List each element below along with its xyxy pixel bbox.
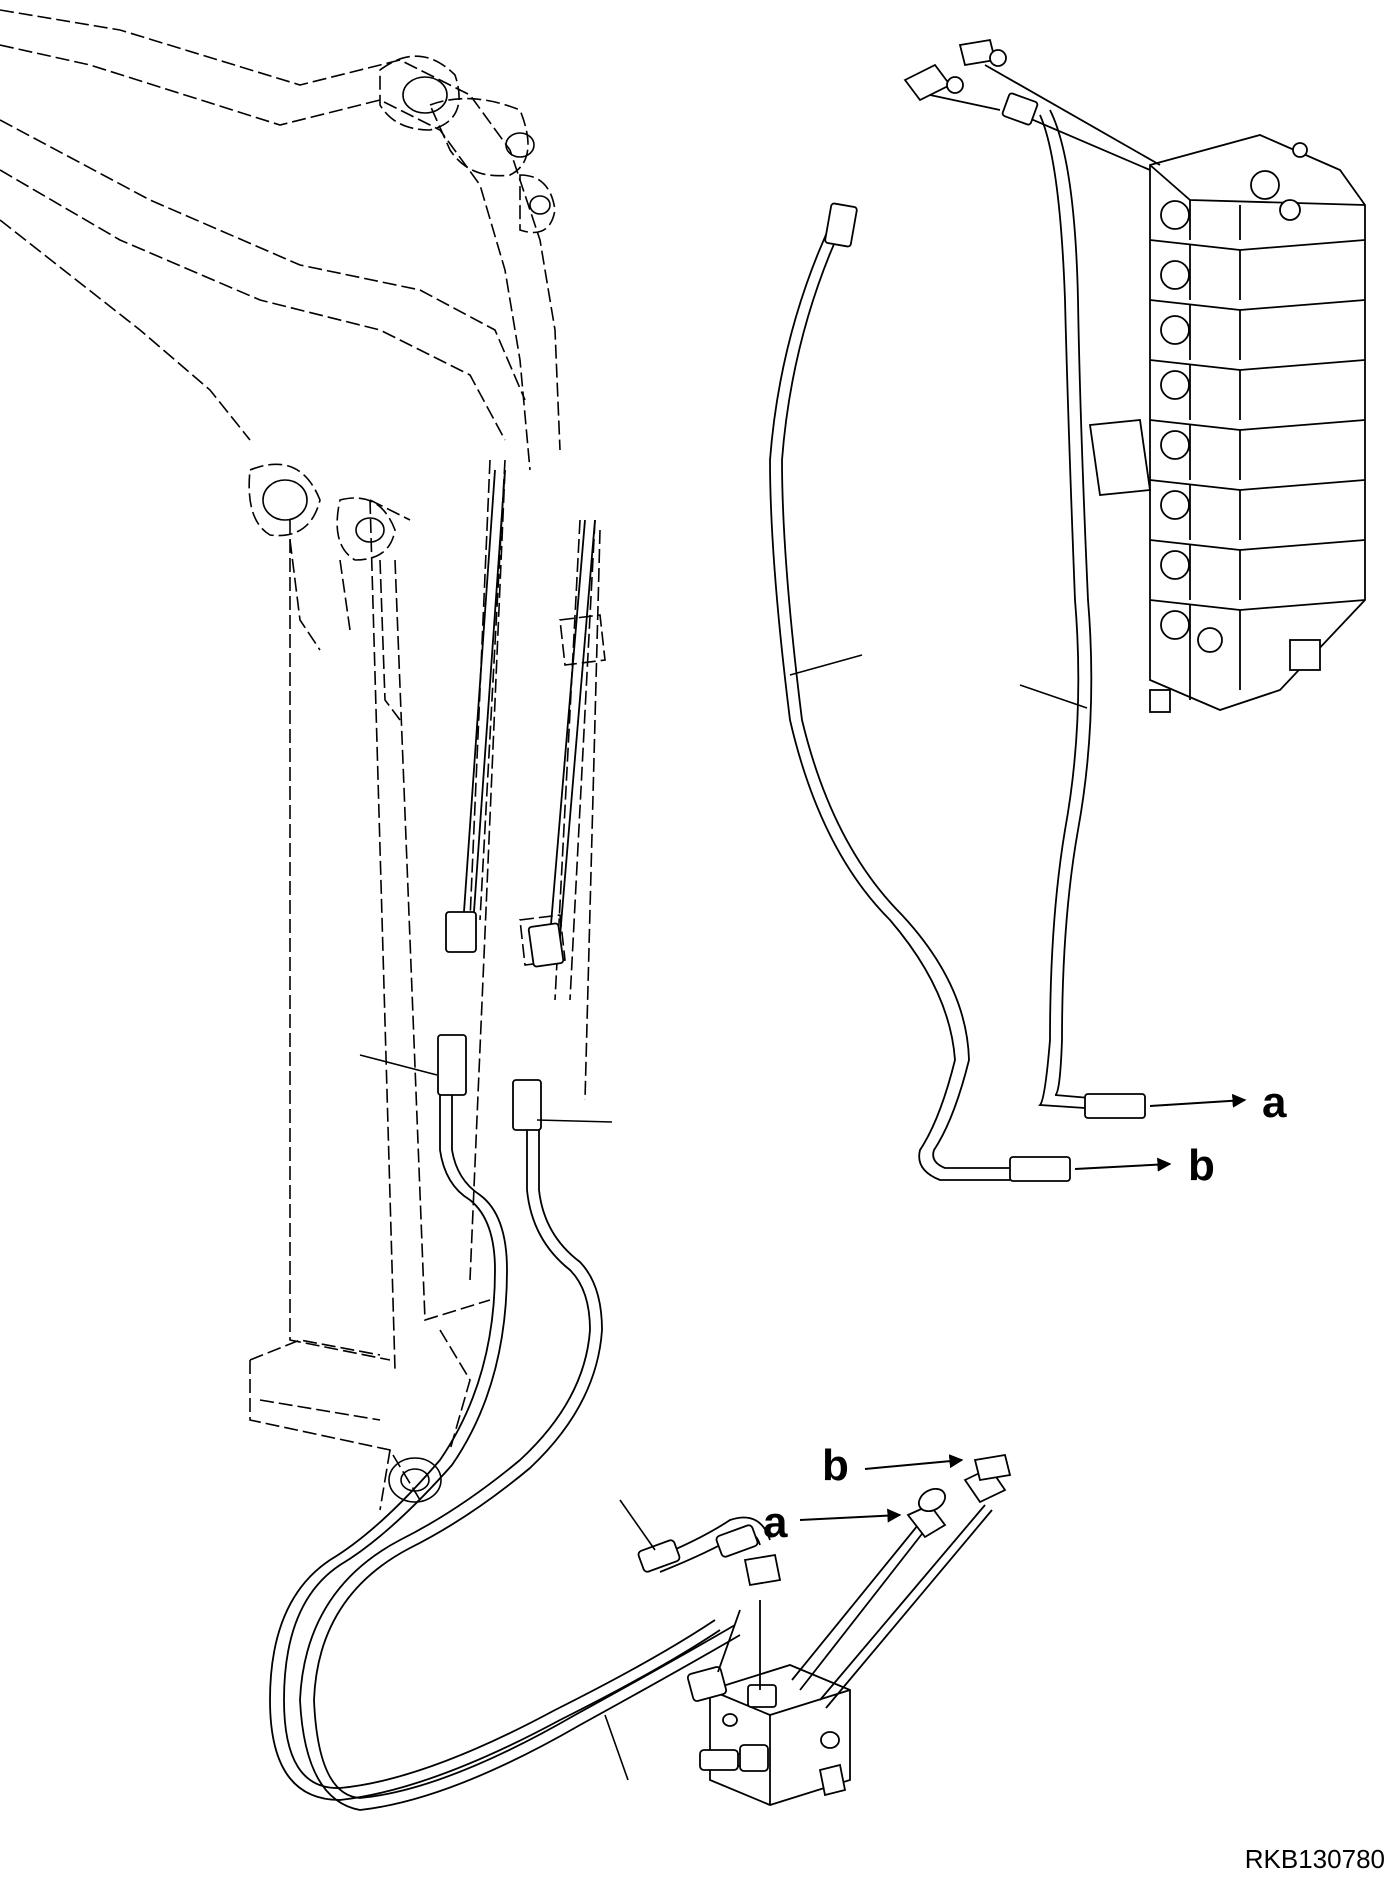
hose-end-fittings: [637, 1524, 782, 1587]
arm-pipe-fittings: [437, 911, 565, 1131]
valve-hose-fittings: [824, 38, 1146, 1182]
leader-lines: [359, 654, 1088, 1781]
callout-arrows: [799, 1093, 1247, 1523]
boom-arm-outline: [0, 9, 606, 1511]
block-fitting-label-b: b: [822, 1441, 849, 1490]
drawing-reference-code: RKB130780: [1245, 1844, 1385, 1874]
elbow-fittings: [906, 1453, 1012, 1539]
control-valve: [1088, 134, 1366, 713]
valve-hose-label-a: a: [1262, 1078, 1287, 1127]
arm-steel-pipes: [461, 469, 596, 961]
valve-hose-label-b: b: [1188, 1141, 1215, 1190]
valve-hoses: [769, 64, 1161, 1181]
boom-hoses: [269, 1095, 771, 1811]
pin-bores: [262, 76, 551, 1503]
junction-block: [686, 1664, 851, 1806]
block-to-fittings-pipes: [717, 1504, 993, 1709]
block-fitting-label-a: a: [763, 1498, 788, 1547]
